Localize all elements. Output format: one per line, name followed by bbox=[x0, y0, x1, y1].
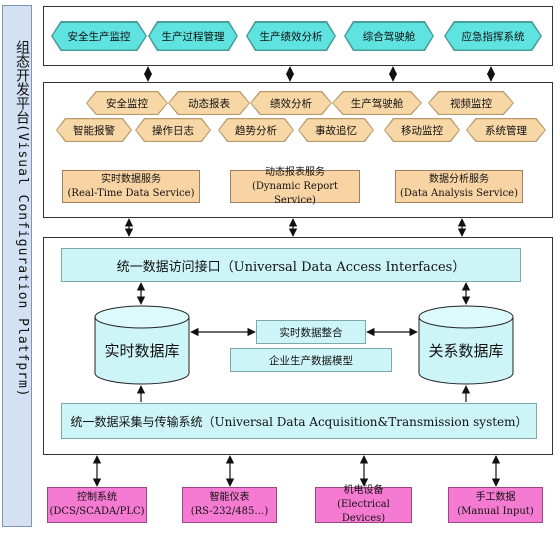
platform-title: 组态开发平台(Visual Configuration Platfprm) bbox=[3, 40, 31, 398]
app-hex-emergency-command[interactable]: 应急指挥系统 bbox=[444, 21, 542, 51]
service-label-cn: 动态报表服务 bbox=[265, 166, 325, 178]
module-hex-accident-recall[interactable]: 事故追忆 bbox=[298, 118, 374, 142]
enterprise-data-model-box[interactable]: 企业生产数据模型 bbox=[230, 348, 392, 372]
source-label-en: (RS-232/485…) bbox=[190, 506, 269, 517]
service-label-en: (Data Analysis Service) bbox=[400, 187, 518, 199]
access-interface-label: 统一数据访问接口（Universal Data Access Interface… bbox=[116, 259, 466, 275]
realtime-database-cylinder[interactable] bbox=[94, 305, 190, 385]
service-label-cn: 数据分析服务 bbox=[429, 173, 489, 185]
module-hex-system-management[interactable]: 系统管理 bbox=[466, 118, 546, 142]
realtime-database-label: 实时数据库 bbox=[104, 342, 180, 360]
source-label-en: (Electrical Devices) bbox=[337, 499, 390, 524]
integration-label: 实时数据整合 bbox=[279, 326, 343, 339]
service-label-en: (Real-Time Data Service) bbox=[67, 187, 195, 199]
source-label-en: (DCS/SCADA/PLC) bbox=[49, 506, 145, 517]
manual-input-source-box[interactable]: 手工数据 (Manual Input) bbox=[448, 487, 543, 523]
app-hex-performance-analysis[interactable]: 生产绩效分析 bbox=[246, 21, 336, 51]
control-system-source-box[interactable]: 控制系统 (DCS/SCADA/PLC) bbox=[47, 487, 147, 523]
dynamic-report-service-box[interactable]: 动态报表服务 (Dynamic Report Service) bbox=[230, 167, 360, 206]
relational-database-cylinder[interactable] bbox=[418, 305, 514, 385]
module-hex-video-monitor[interactable]: 视频监控 bbox=[428, 91, 514, 115]
source-label-cn: 智能仪表 bbox=[209, 492, 250, 503]
enterprise-model-label: 企业生产数据模型 bbox=[269, 354, 353, 367]
electrical-devices-source-box[interactable]: 机电设备 (Electrical Devices) bbox=[315, 485, 412, 524]
smart-instrument-source-box[interactable]: 智能仪表 (RS-232/485…) bbox=[182, 487, 277, 523]
app-hex-cockpit[interactable]: 综合驾驶舱 bbox=[344, 21, 434, 51]
acquisition-label: 统一数据采集与传输系统（Universal Data Acquisition&T… bbox=[70, 414, 528, 429]
platform-title-cn: 组态开发平台 bbox=[14, 40, 30, 124]
module-hex-smart-alarm[interactable]: 智能报警 bbox=[56, 118, 132, 142]
service-label-cn: 实时数据服务 bbox=[101, 173, 161, 185]
source-label-en: (Manual Input) bbox=[457, 506, 534, 517]
unified-acquisition-transmission-system[interactable]: 统一数据采集与传输系统（Universal Data Acquisition&T… bbox=[61, 403, 537, 439]
module-hex-dynamic-report[interactable]: 动态报表 bbox=[168, 91, 250, 115]
unified-data-access-interface[interactable]: 统一数据访问接口（Universal Data Access Interface… bbox=[61, 248, 521, 282]
realtime-data-service-box[interactable]: 实时数据服务 (Real-Time Data Service) bbox=[62, 170, 200, 203]
source-label-cn: 控制系统 bbox=[77, 492, 117, 503]
source-label-cn: 机电设备 bbox=[343, 485, 384, 496]
module-hex-mobile-monitor[interactable]: 移动监控 bbox=[384, 118, 460, 142]
platform-title-en: (Visual Configuration Platfprm) bbox=[15, 124, 30, 398]
app-hex-process-management[interactable]: 生产过程管理 bbox=[148, 21, 238, 51]
app-hex-safety-monitoring[interactable]: 安全生产监控 bbox=[51, 21, 147, 51]
module-hex-operation-log[interactable]: 操作日志 bbox=[135, 118, 211, 142]
module-hex-cockpit[interactable]: 生产驾驶舱 bbox=[332, 91, 422, 115]
platform-side-bar: 组态开发平台(Visual Configuration Platfprm) bbox=[2, 5, 32, 527]
module-hex-safety-monitor[interactable]: 安全监控 bbox=[86, 91, 168, 115]
data-analysis-service-box[interactable]: 数据分析服务 (Data Analysis Service) bbox=[395, 170, 523, 203]
relational-database-label: 关系数据库 bbox=[428, 342, 504, 360]
source-label-cn: 手工数据 bbox=[475, 492, 516, 503]
service-label-en: (Dynamic Report Service) bbox=[251, 180, 339, 206]
module-hex-trend-analysis[interactable]: 趋势分析 bbox=[218, 118, 294, 142]
realtime-integration-box[interactable]: 实时数据整合 bbox=[256, 320, 366, 344]
module-hex-performance[interactable]: 绩效分析 bbox=[250, 91, 332, 115]
